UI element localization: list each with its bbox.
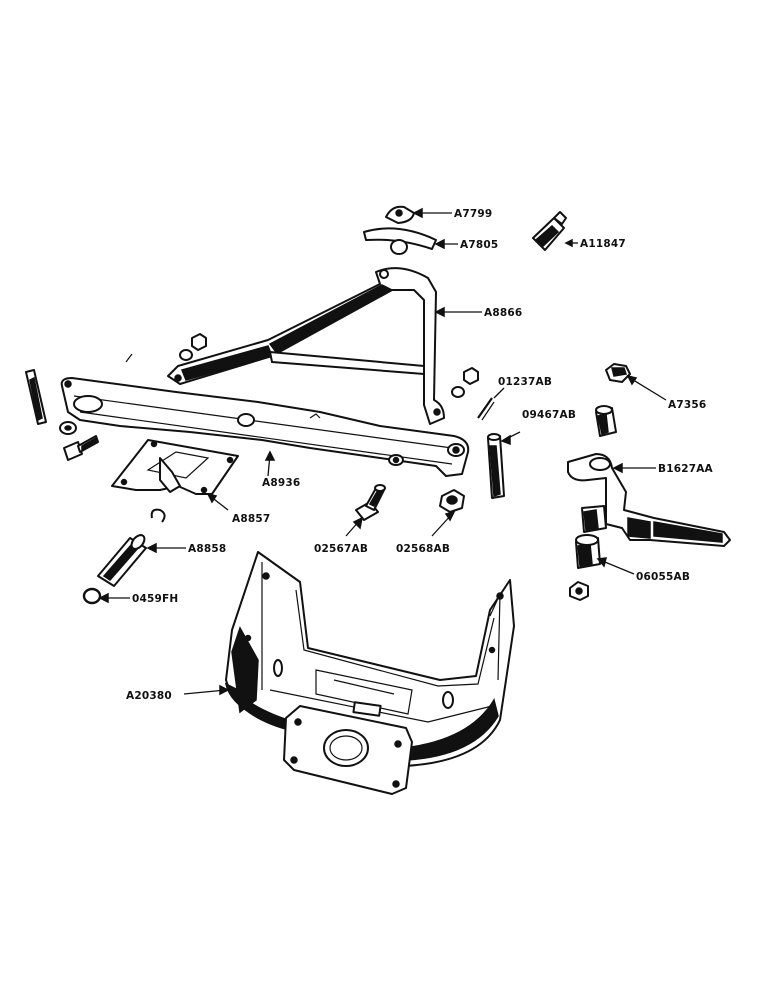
part-bushing-upper (595, 405, 617, 437)
part-01237ab (477, 397, 495, 421)
part-09467ab (487, 433, 505, 499)
label-01237ab: 01237AB (498, 376, 552, 388)
part-a7805 (363, 227, 437, 255)
label-a7356: A7356 (668, 399, 706, 411)
label-02568ab: 02568AB (396, 543, 450, 555)
part-a20380 (224, 551, 515, 795)
arrow-a7356 (626, 374, 638, 386)
arrow-a8866 (434, 306, 445, 318)
arrow-a7799 (412, 207, 423, 219)
label-a7805: A7805 (460, 239, 498, 251)
part-nut-lower-right (569, 581, 589, 601)
label-a8858: A8858 (188, 543, 226, 555)
part-nut-small-left (125, 333, 207, 363)
label-0459fh: 0459FH (132, 593, 178, 605)
part-06055ab (575, 534, 601, 569)
leader-a7356 (629, 377, 667, 401)
part-b1627aa (567, 453, 731, 547)
arrow-02568ab (444, 510, 456, 522)
arrow-0459fh (98, 592, 109, 604)
arrow-09467ab (500, 434, 511, 446)
part-snap-ring (150, 508, 166, 523)
arrow-02567ab (352, 516, 364, 530)
part-bolt-left (63, 435, 99, 461)
arrow-a8857 (206, 492, 218, 504)
label-a8866: A8866 (484, 307, 522, 319)
part-a8936 (60, 377, 470, 477)
leader-01237ab (493, 387, 505, 399)
label-b1627aa: B1627AA (658, 463, 714, 475)
arrow-b1627aa (612, 462, 623, 474)
label-02567ab: 02567AB (314, 543, 368, 555)
label-a20380: A20380 (126, 690, 172, 702)
label-a11847: A11847 (580, 238, 626, 250)
part-02567ab (355, 484, 386, 521)
arrow-a11847 (564, 238, 573, 248)
part-a7356 (605, 363, 631, 383)
arrow-a20380 (219, 684, 230, 696)
part-pin-left (25, 369, 47, 425)
part-a8866 (167, 267, 445, 425)
part-a8858 (97, 534, 147, 587)
arrow-a8858 (146, 542, 157, 554)
leader-a20380 (183, 689, 227, 695)
label-a8936: A8936 (262, 477, 300, 489)
part-0459fh (82, 587, 102, 605)
label-a7799: A7799 (454, 208, 492, 220)
part-02568ab (439, 489, 465, 513)
label-a8857: A8857 (232, 513, 270, 525)
part-bushing-middle (581, 505, 607, 533)
label-09467ab: 09467AB (522, 409, 576, 421)
part-a8857 (111, 439, 239, 495)
label-06055ab: 06055AB (636, 571, 690, 583)
arrow-06055ab (596, 557, 607, 568)
arrow-a8936 (264, 450, 276, 461)
arrow-a7805 (434, 238, 445, 250)
part-a11847 (532, 211, 567, 251)
part-washer-left (59, 421, 77, 435)
part-nut-small-right (451, 367, 479, 398)
part-a7799 (385, 205, 415, 224)
